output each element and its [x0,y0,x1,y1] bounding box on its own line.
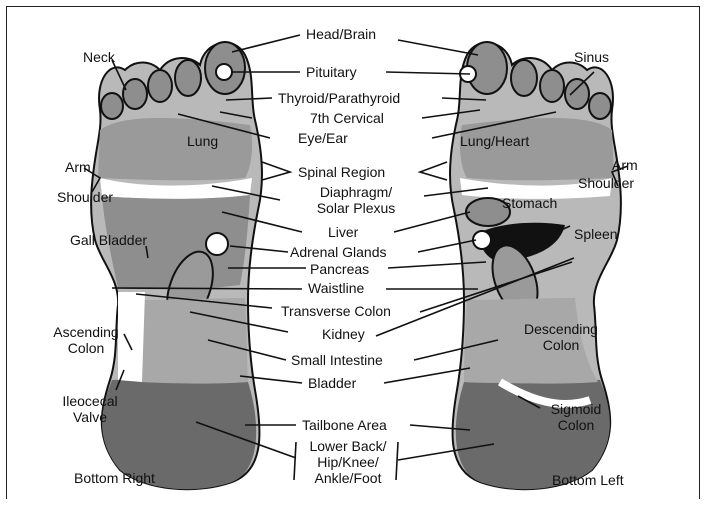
label-kidney: Kidney [322,327,365,342]
right-pituitary-point [216,64,232,80]
label-diaphragm-2: Solar Plexus [294,201,418,216]
label-gall-bladder: Gall Bladder [70,233,147,248]
label-cervical: 7th Cervical [310,111,384,126]
right-toe-2 [175,60,201,96]
label-lung: Lung [187,134,218,149]
label-pituitary: Pituitary [306,65,357,80]
label-bottom-left: Bottom Left [552,473,624,488]
label-bladder: Bladder [308,376,356,391]
label-lower-3: Ankle/Foot [298,471,398,486]
label-head-brain: Head/Brain [306,27,376,42]
label-lung-heart: Lung/Heart [460,134,529,149]
right-toe-3 [148,70,172,102]
right-adrenal-point [206,233,228,255]
label-arm-right: Arm [65,160,91,175]
label-spleen: Spleen [574,227,618,242]
left-toe-3 [540,70,564,102]
label-sigmoid-2: Colon [538,418,614,433]
label-adrenal: Adrenal Glands [290,245,387,260]
label-sigmoid-1: Sigmoid [538,402,614,417]
label-tailbone: Tailbone Area [302,418,387,433]
label-small-intestine: Small Intestine [291,353,383,368]
label-descending-2: Colon [516,338,606,353]
label-diaphragm-1: Diaphragm/ [294,185,418,200]
label-bottom-right: Bottom Right [74,471,155,486]
right-toe-4 [123,79,147,109]
label-eye-ear: Eye/Ear [298,131,348,146]
label-ileocecal-1: Ileocecal [52,394,128,409]
label-shoulder-right: Shoulder [57,190,113,205]
label-lower-1: Lower Back/ [298,439,398,454]
left-toe-5 [589,93,611,119]
label-liver: Liver [328,225,358,240]
label-waistline: Waistline [308,281,364,296]
label-thyroid: Thyroid/Parathyroid [278,91,400,106]
right-toe-5 [101,93,123,119]
label-ascending-1: Ascending [46,325,126,340]
label-neck: Neck [83,50,115,65]
label-stomach: Stomach [502,196,557,211]
left-toe-2 [511,60,537,96]
right-small-intestine-zone [140,298,248,384]
label-transverse: Transverse Colon [281,304,391,319]
label-pancreas: Pancreas [310,262,369,277]
left-toe-4 [565,79,589,109]
label-sinus: Sinus [574,50,609,65]
label-lower-2: Hip/Knee/ [298,455,398,470]
label-ileocecal-2: Valve [52,410,128,425]
label-ascending-2: Colon [46,341,126,356]
label-spinal: Spinal Region [298,165,385,180]
label-descending-1: Descending [516,322,606,337]
label-shoulder-left: Shoulder [578,176,634,191]
label-arm-left: Arm [612,158,638,173]
